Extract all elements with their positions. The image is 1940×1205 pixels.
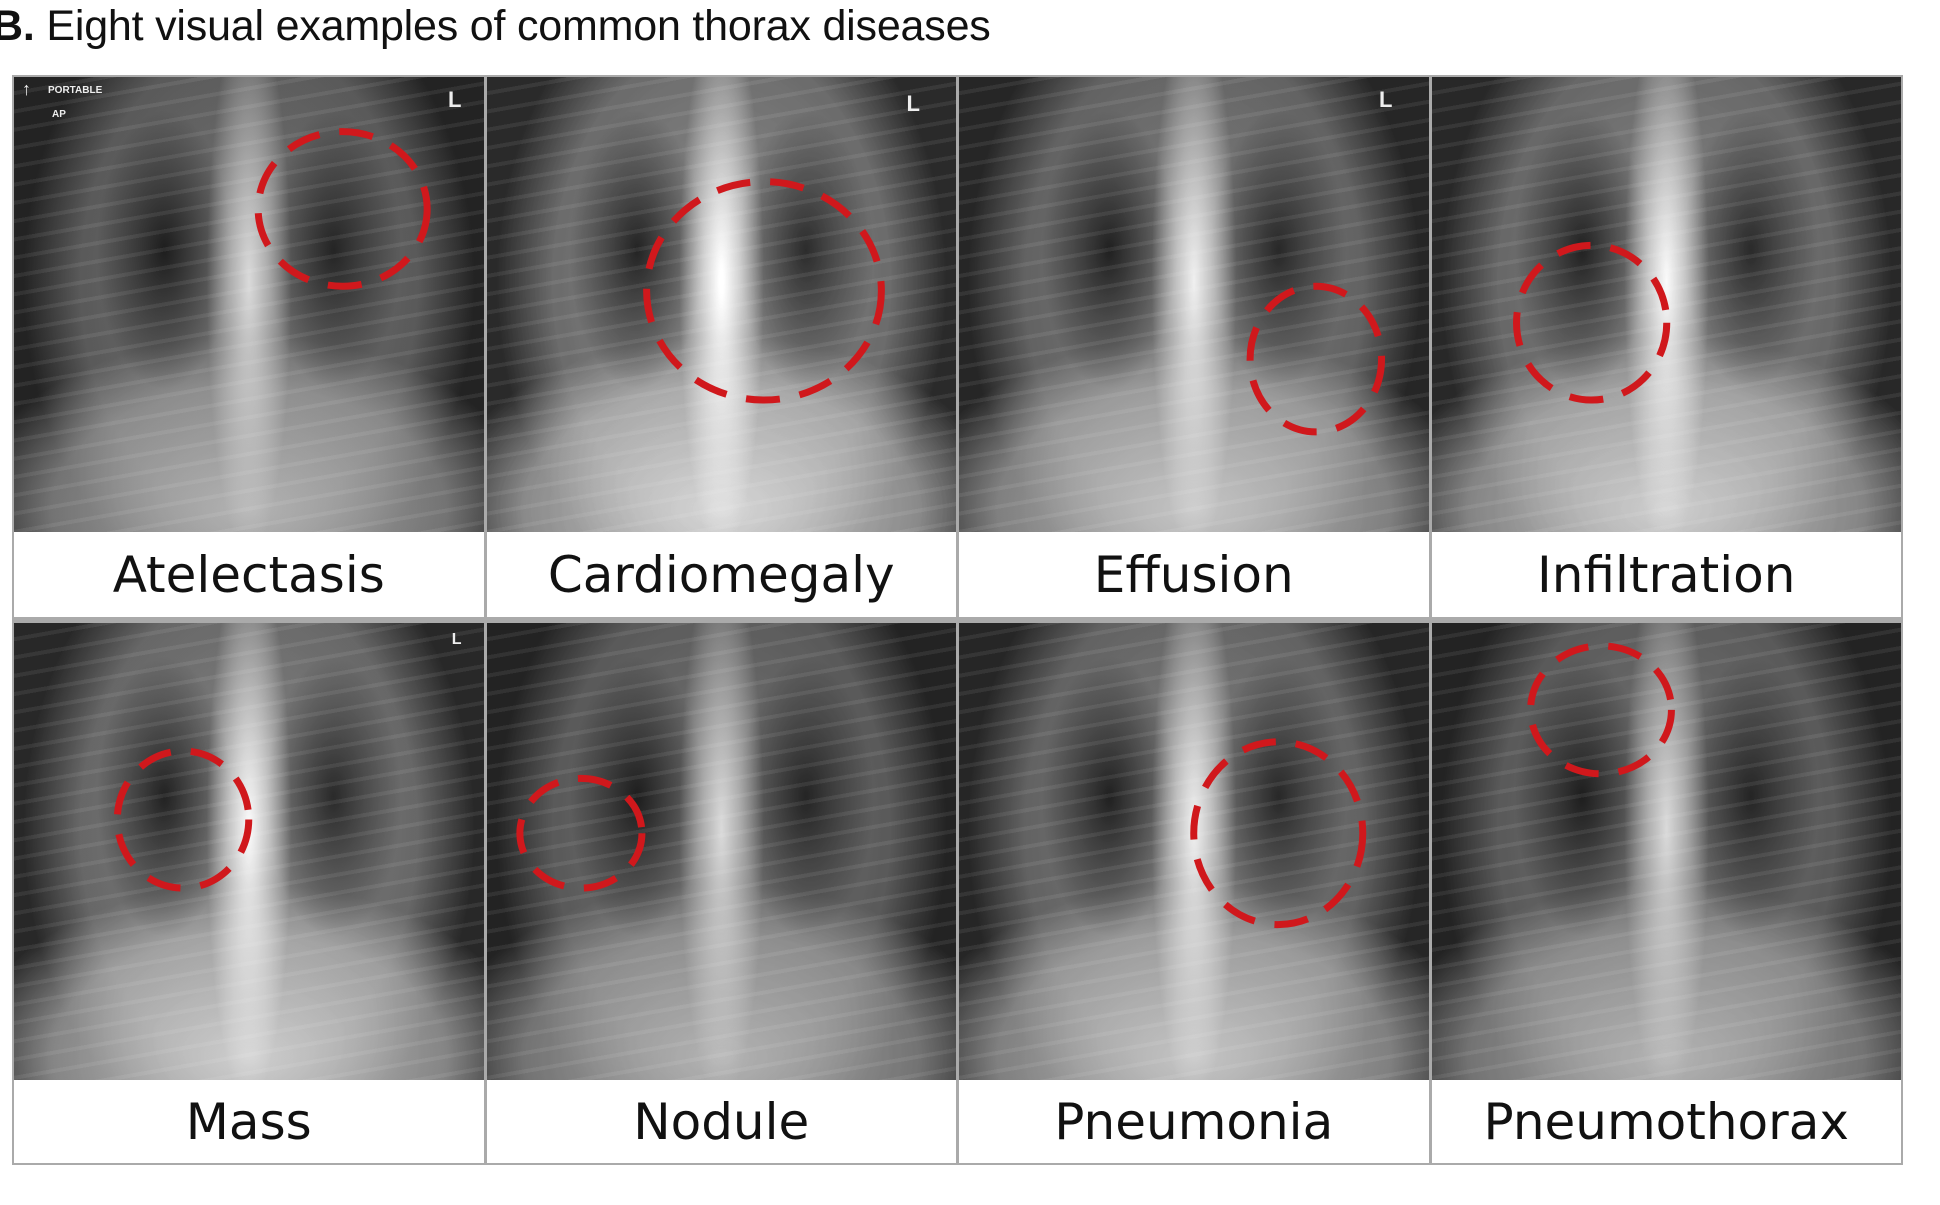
example-grid: ↑ PORTABLE AP L Atelectasis L Cardiomega… [12,75,1903,1165]
side-marker: L [1379,87,1393,112]
side-marker: L [451,631,462,648]
xray-text: AP [52,109,66,120]
annotation-circle [113,747,253,892]
side-marker: L [448,87,462,112]
dashed-circle [1246,282,1386,436]
side-marker: L [906,91,920,116]
dashed-circle [1526,642,1675,778]
dashed-circle [254,128,431,290]
figure-title-text: Eight visual examples of common thorax d… [46,2,991,50]
xray-image [1431,623,1901,1080]
example-effusion: L Effusion [959,77,1429,617]
xray-image: ↑ PORTABLE AP L [14,77,484,532]
example-cardiomegaly: L Cardiomegaly [486,77,956,617]
xray-image [959,623,1429,1080]
example-label: Cardiomegaly [486,532,956,617]
example-nodule: Nodule [486,623,956,1163]
figure-title: B. Eight visual examples of common thora… [0,2,991,51]
arrow-up-icon: ↑ [22,79,31,99]
annotation-circle [1246,282,1386,436]
annotation-circle [1512,241,1670,404]
example-label: Nodule [486,1080,956,1163]
annotation-circle [642,178,885,404]
xray-image: L [14,623,484,1080]
panel-letter: B. [0,2,35,50]
dashed-circle [515,774,645,892]
example-pneumonia: Pneumonia [959,623,1429,1163]
example-label: Pneumonia [959,1080,1429,1163]
annotation-circle [1526,642,1675,778]
example-label: Effusion [959,532,1429,617]
xray-text: PORTABLE [48,85,103,96]
example-label: Pneumothorax [1431,1080,1901,1163]
annotation-circle [254,128,431,290]
example-infiltration: Infiltration [1431,77,1901,617]
annotation-circle [1190,738,1367,929]
xray-image [1431,77,1901,532]
dashed-circle [1512,241,1670,404]
example-label: Infiltration [1431,532,1901,617]
dashed-circle [642,178,885,404]
dashed-circle [113,747,253,892]
xray-image: L [959,77,1429,532]
example-pneumothorax: Pneumothorax [1431,623,1901,1163]
example-mass: L Mass [14,623,484,1163]
annotation-circle [515,774,645,892]
xray-image: L [486,77,956,532]
xray-image [486,623,956,1080]
example-atelectasis: ↑ PORTABLE AP L Atelectasis [14,77,484,617]
example-label: Mass [14,1080,484,1163]
dashed-circle [1190,738,1367,929]
example-label: Atelectasis [14,532,484,617]
